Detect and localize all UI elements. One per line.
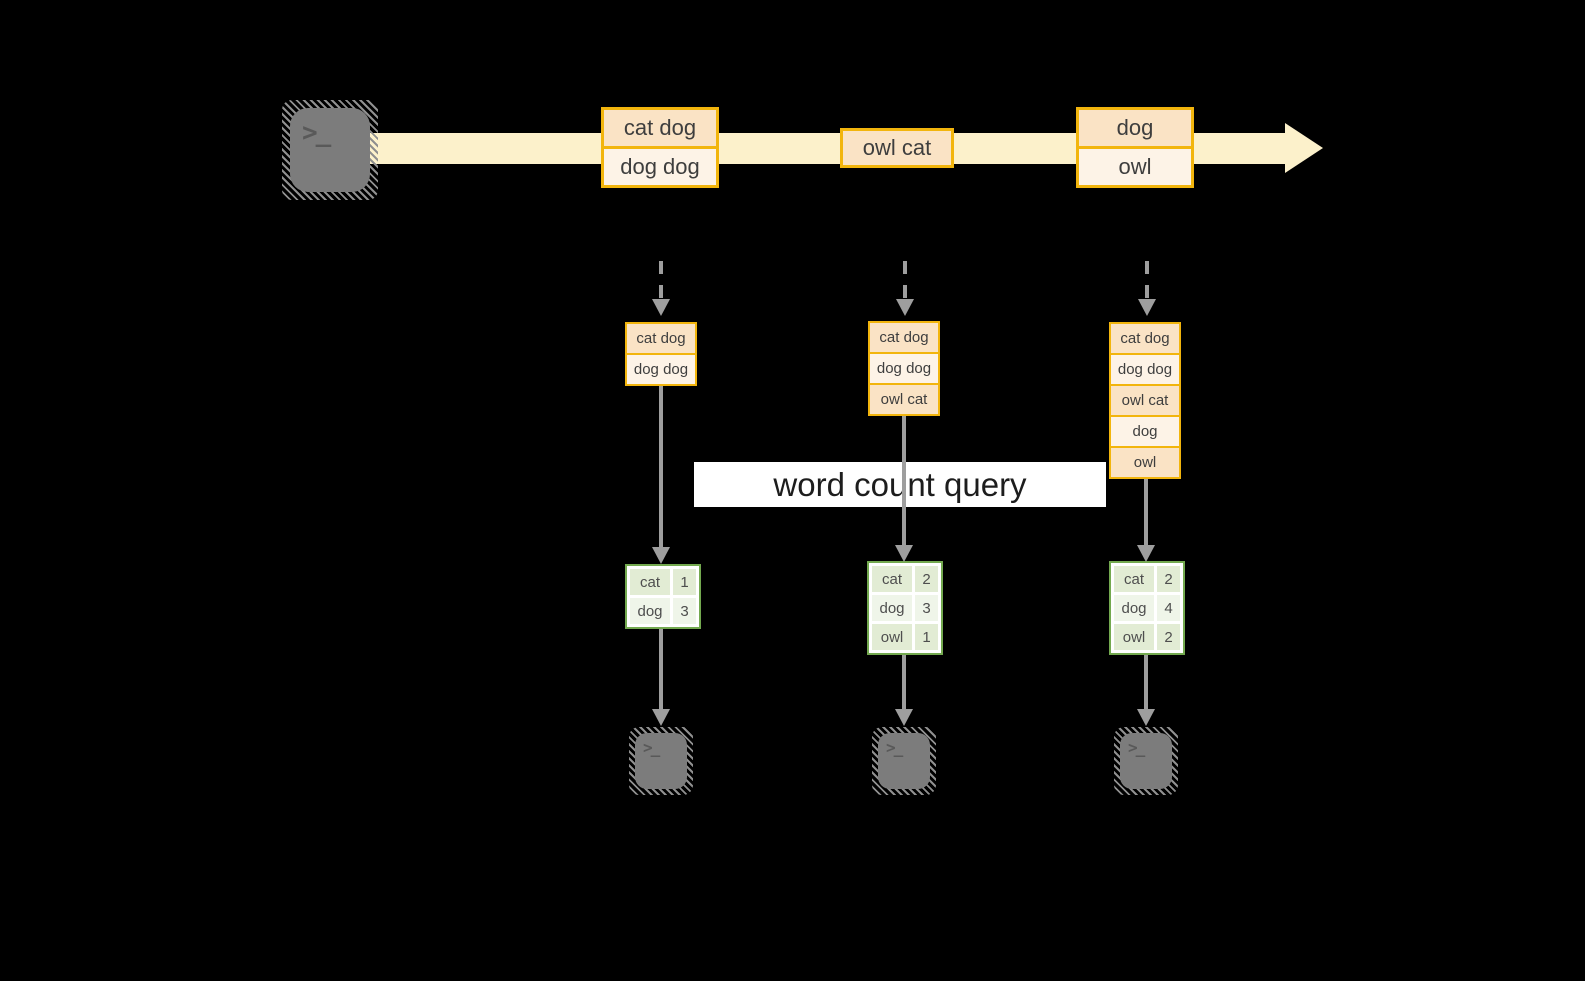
- result-table-1: cat 1 dog 3: [625, 564, 701, 629]
- input-table-1: cat dog dog dog: [625, 322, 697, 386]
- count-cell: 2: [1157, 566, 1180, 592]
- output-terminal-icon: >_: [1114, 727, 1178, 795]
- query-arrow-head-icon: [895, 545, 913, 562]
- input-table-2: cat dog dog dog owl cat: [868, 321, 940, 416]
- result-table-2: cat 2 dog 3 owl 1: [867, 561, 943, 655]
- query-arrow-line: [659, 386, 663, 547]
- count-cell: 3: [915, 595, 938, 621]
- query-arrow-line: [902, 416, 906, 545]
- word-cell: cat: [630, 569, 670, 595]
- output-arrow-line: [902, 655, 906, 709]
- input-table-3: cat dog dog dog owl cat dog owl: [1109, 322, 1181, 479]
- stream-batch-1: cat dog dog dog: [601, 107, 719, 188]
- dashed-arrow-line: [659, 261, 663, 301]
- word-cell: owl: [872, 624, 912, 650]
- query-label: word count query: [694, 462, 1106, 507]
- query-arrow-head-icon: [1137, 545, 1155, 562]
- result-table-3: cat 2 dog 4 owl 2: [1109, 561, 1185, 655]
- input-record: cat dog: [870, 323, 938, 352]
- query-arrow-head-icon: [652, 547, 670, 564]
- query-arrow-line: [1144, 479, 1148, 545]
- word-cell: cat: [1114, 566, 1154, 592]
- stream-batch-3: dog owl: [1076, 107, 1194, 188]
- input-record: dog: [1111, 415, 1179, 446]
- input-record: cat dog: [1111, 324, 1179, 353]
- count-cell: 4: [1157, 595, 1180, 621]
- stream-record: dog: [1079, 110, 1191, 146]
- stream-record: owl: [1079, 146, 1191, 185]
- dashed-arrow-head-icon: [1138, 299, 1156, 316]
- input-record: owl cat: [870, 383, 938, 414]
- stream-record: dog dog: [604, 146, 716, 185]
- word-cell: owl: [1114, 624, 1154, 650]
- input-record: dog dog: [870, 352, 938, 383]
- word-cell: dog: [630, 598, 670, 624]
- terminal-screen: >_: [878, 733, 930, 789]
- input-record: dog dog: [1111, 353, 1179, 384]
- output-arrow-line: [1144, 655, 1148, 709]
- terminal-screen: >_: [635, 733, 687, 789]
- input-record: cat dog: [627, 324, 695, 353]
- terminal-screen: >_: [290, 108, 370, 192]
- terminal-prompt-glyph: >_: [302, 118, 331, 148]
- output-arrow-head-icon: [895, 709, 913, 726]
- terminal-screen: >_: [1120, 733, 1172, 789]
- input-record: dog dog: [627, 353, 695, 384]
- terminal-prompt-glyph: >_: [886, 738, 903, 757]
- stream-record: owl cat: [843, 131, 951, 165]
- output-arrow-line: [659, 629, 663, 709]
- input-record: owl cat: [1111, 384, 1179, 415]
- count-cell: 2: [915, 566, 938, 592]
- output-arrow-head-icon: [652, 709, 670, 726]
- output-terminal-icon: >_: [872, 727, 936, 795]
- source-terminal-icon: >_: [282, 100, 378, 200]
- dashed-arrow-line: [1145, 261, 1149, 301]
- word-cell: dog: [872, 595, 912, 621]
- word-cell: dog: [1114, 595, 1154, 621]
- input-record: owl: [1111, 446, 1179, 477]
- dashed-arrow-head-icon: [896, 299, 914, 316]
- count-cell: 1: [915, 624, 938, 650]
- count-cell: 1: [673, 569, 696, 595]
- terminal-prompt-glyph: >_: [1128, 738, 1145, 757]
- terminal-prompt-glyph: >_: [643, 738, 660, 757]
- count-cell: 2: [1157, 624, 1180, 650]
- dashed-arrow-line: [903, 261, 907, 301]
- count-cell: 3: [673, 598, 696, 624]
- dashed-arrow-head-icon: [652, 299, 670, 316]
- stream-batch-2: owl cat: [840, 128, 954, 168]
- word-cell: cat: [872, 566, 912, 592]
- output-terminal-icon: >_: [629, 727, 693, 795]
- stream-arrowhead-icon: [1285, 123, 1323, 173]
- output-arrow-head-icon: [1137, 709, 1155, 726]
- stream-record: cat dog: [604, 110, 716, 146]
